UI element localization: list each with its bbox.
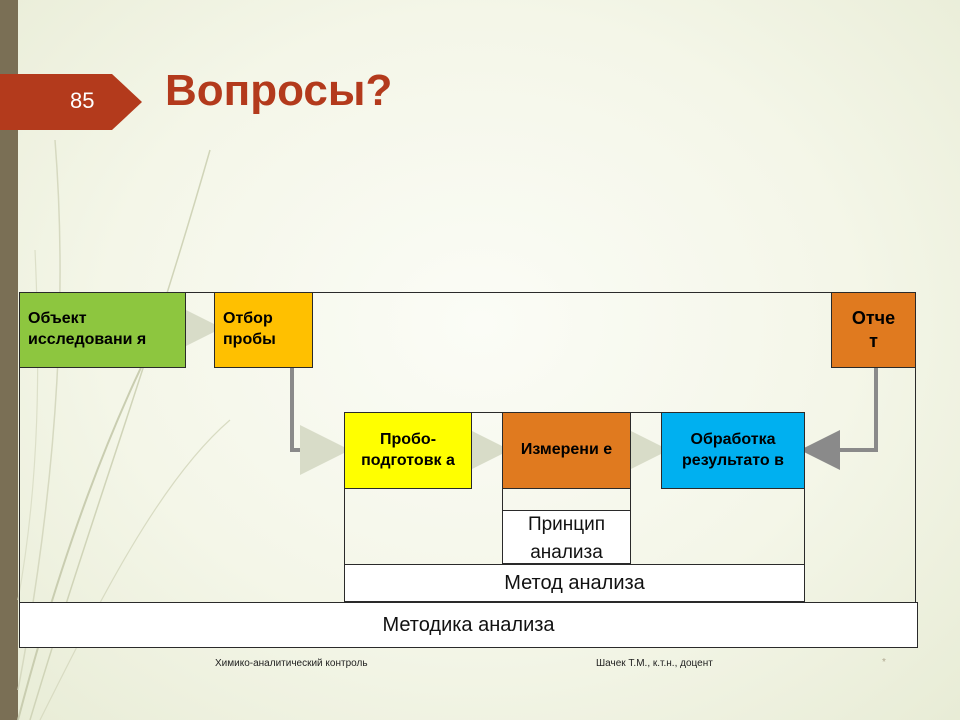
prep-box: Пробо- подготовк а: [344, 412, 472, 489]
sampling-label: Отбор пробы: [223, 310, 276, 348]
prep-label: Пробо- подготовк а: [361, 430, 455, 469]
measurement-label: Измерени е: [520, 441, 613, 459]
processing-box: Обработка результато в: [661, 412, 805, 489]
left-accent-bar: [0, 0, 18, 720]
method-band: Метод анализа: [344, 564, 805, 602]
footer-author: Шачек Т.М., к.т.н., доцент: [596, 658, 713, 669]
arrow-sampling-to-prep: [290, 368, 340, 452]
footer-mark: *: [882, 657, 886, 668]
measurement-box: Измерени е: [502, 412, 631, 489]
object-label: Объект исследовани я: [28, 310, 147, 348]
object-box: Объект исследовани я: [19, 292, 186, 368]
slide-title: Вопросы?: [165, 66, 393, 115]
arrow-processing-to-report: [822, 368, 878, 452]
principle-box: Принцип анализа: [502, 510, 631, 564]
report-box: Отче т: [831, 292, 916, 368]
processing-label: Обработка результато в: [682, 430, 784, 469]
procedure-band: Методика анализа: [19, 602, 918, 648]
sampling-box: Отбор пробы: [214, 292, 313, 368]
slide-number-tab: [0, 74, 142, 130]
report-label: Отче т: [851, 307, 896, 351]
principle-label: Принцип анализа: [527, 514, 606, 563]
procedure-label: Методика анализа: [382, 613, 555, 636]
method-label: Метод анализа: [504, 571, 645, 594]
footer-course: Химико-аналитический контроль: [215, 658, 368, 669]
slide-number: 85: [70, 88, 95, 113]
